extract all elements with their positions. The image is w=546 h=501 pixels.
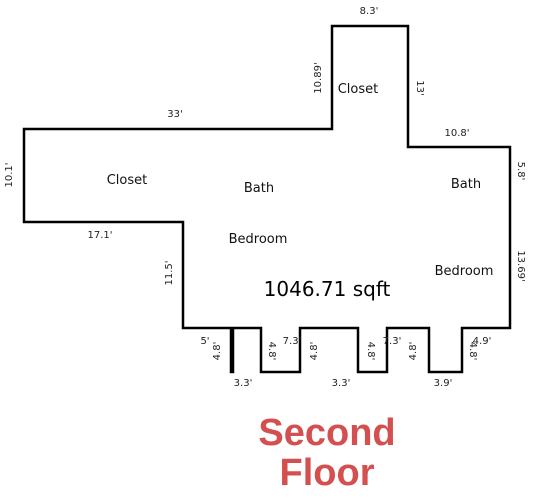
dim-seg2-width: 7.3' — [283, 336, 302, 347]
dim-notch2-right: 4.8' — [365, 342, 376, 361]
dim-closet-left-wall: 10.89' — [313, 62, 324, 93]
dim-seg3-width: 7.3' — [383, 336, 402, 347]
dim-right-upper-wall: 5.8' — [515, 162, 526, 181]
dim-seg1-width: 5' — [200, 336, 209, 347]
floor-outline — [22, 24, 512, 374]
dim-left-lower-wall: 11.5' — [164, 260, 175, 285]
dim-seg4-width: 4.9' — [473, 336, 492, 347]
dim-notch1-bottom: 3.3' — [234, 378, 253, 389]
dim-notch3-left: 4.8' — [408, 342, 419, 361]
room-label-bedroom-right: Bedroom — [435, 264, 494, 279]
room-label-closet-left: Closet — [107, 173, 148, 188]
dim-notch2-bottom: 3.3' — [332, 378, 351, 389]
dim-top-closet-width: 8.3' — [360, 6, 379, 17]
dim-right-lower-wall: 13.69' — [515, 250, 526, 281]
room-label-bath-center: Bath — [244, 181, 274, 196]
dim-notch1-left: 4.8' — [212, 342, 223, 361]
total-area-label: 1046.71 sqft — [264, 277, 391, 301]
dim-notch2-left: 4.8' — [309, 342, 320, 361]
dim-notch1-right: 4.8' — [266, 342, 277, 361]
dim-notch3-bottom: 3.9' — [434, 378, 453, 389]
dim-left-wing-bottom: 17.1' — [87, 230, 112, 241]
dim-closet-right-wall: 13' — [414, 80, 425, 95]
room-label-bedroom-center: Bedroom — [229, 232, 288, 247]
room-label-bath-right: Bath — [451, 177, 481, 192]
dim-left-wing-height: 10.1' — [4, 162, 15, 187]
dim-right-step-width: 10.8' — [444, 128, 469, 139]
dim-upper-left-width: 33' — [167, 109, 182, 120]
floor-title-line2: Floor — [280, 452, 375, 494]
room-label-closet-top: Closet — [338, 82, 379, 97]
dim-notch3-right: 4.8' — [467, 342, 478, 361]
floor-title-line1: Second — [258, 412, 395, 454]
